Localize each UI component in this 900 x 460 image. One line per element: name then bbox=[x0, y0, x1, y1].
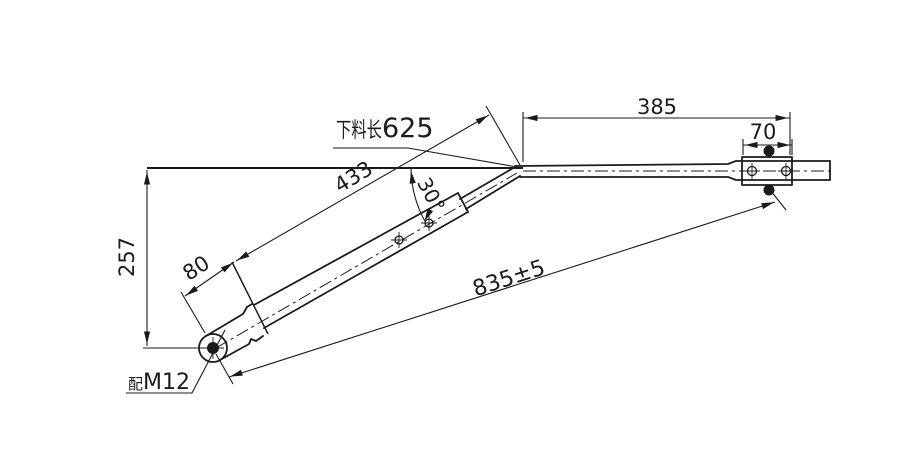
dim-385-label: 385 bbox=[637, 95, 677, 119]
part-outline bbox=[198, 156, 831, 363]
dim-angle-label: 30° bbox=[412, 173, 450, 216]
holes-and-rivets bbox=[202, 145, 794, 359]
dimension-arrows bbox=[143, 112, 790, 380]
centerlines bbox=[215, 170, 834, 349]
dimension-lines bbox=[126, 105, 793, 394]
dim-70-label: 70 bbox=[750, 120, 777, 144]
head-crossbar bbox=[231, 261, 269, 335]
thread-note-value: M12 bbox=[143, 370, 190, 395]
dim-835-label: 835±5 bbox=[470, 255, 549, 302]
dim-433-label: 433 bbox=[330, 156, 377, 197]
thread-note-prefix: 配 bbox=[128, 375, 143, 393]
bracket-stud-top bbox=[763, 145, 775, 157]
blank-length-prefix: 下料长 bbox=[336, 118, 382, 142]
thread-note: 配M12 bbox=[128, 370, 190, 395]
dim-257-label: 257 bbox=[115, 237, 139, 277]
blank-length-note: 下料长625 bbox=[336, 113, 434, 144]
blank-length-value: 625 bbox=[382, 113, 434, 144]
